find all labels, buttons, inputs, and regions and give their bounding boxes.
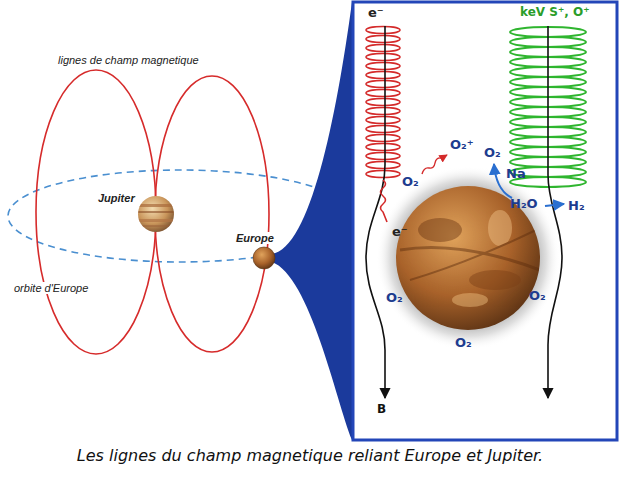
helix-coil — [366, 135, 400, 142]
helix-coil — [366, 99, 400, 106]
species-label: H₂ — [568, 199, 585, 213]
ion-label: keV S⁺, O⁺ — [520, 6, 590, 19]
field-symbol: B — [377, 403, 386, 416]
electron-label: e⁻ — [368, 6, 384, 20]
oxygen-halo — [376, 166, 560, 350]
electron-label: e⁻ — [392, 225, 408, 239]
helix-coil — [366, 72, 400, 79]
species-label: O₂⁺ — [450, 138, 474, 152]
sputter-arrow — [545, 204, 564, 206]
figure-caption: Les lignes du champ magnetique reliant E… — [0, 446, 620, 465]
moon-label: Europe — [234, 232, 276, 244]
species-label: O₂ — [386, 291, 403, 305]
helix-coil — [366, 126, 400, 133]
helix-coil — [366, 54, 400, 61]
helix-coil — [366, 108, 400, 115]
species-label: O₂ — [484, 146, 501, 160]
helix-coil — [366, 27, 400, 34]
helix-coil — [366, 144, 400, 151]
helix-coil — [366, 153, 400, 160]
electron-helix — [366, 27, 400, 178]
helix-coil — [366, 117, 400, 124]
species-label: O₂ — [455, 336, 472, 350]
species-label: Na — [506, 167, 526, 181]
helix-coil — [366, 63, 400, 70]
jupiter-planet — [136, 196, 176, 232]
helix-coil — [366, 162, 400, 169]
ionisation-arrow — [422, 155, 447, 174]
helix-coil — [366, 45, 400, 52]
europa-sphere — [396, 186, 540, 330]
species-label: H₂O — [510, 197, 538, 211]
helix-coil — [366, 81, 400, 88]
field-line-loop — [36, 70, 156, 354]
species-label: O₂ — [402, 175, 419, 189]
europa-moon — [253, 247, 275, 269]
helix-coil — [366, 90, 400, 97]
species-label: O₂ — [529, 289, 546, 303]
planet-label: Jupiter — [98, 192, 135, 204]
helix-coil — [366, 171, 400, 178]
zoom-funnel — [272, 2, 352, 440]
electron-path — [381, 180, 388, 222]
orbit-label: orbite d'Europe — [12, 282, 90, 294]
field-line-label: lignes de champ magnetique — [58, 54, 199, 66]
zoom-panel — [353, 2, 617, 440]
helix-coil — [366, 36, 400, 43]
magnetic-field-line — [548, 26, 562, 398]
